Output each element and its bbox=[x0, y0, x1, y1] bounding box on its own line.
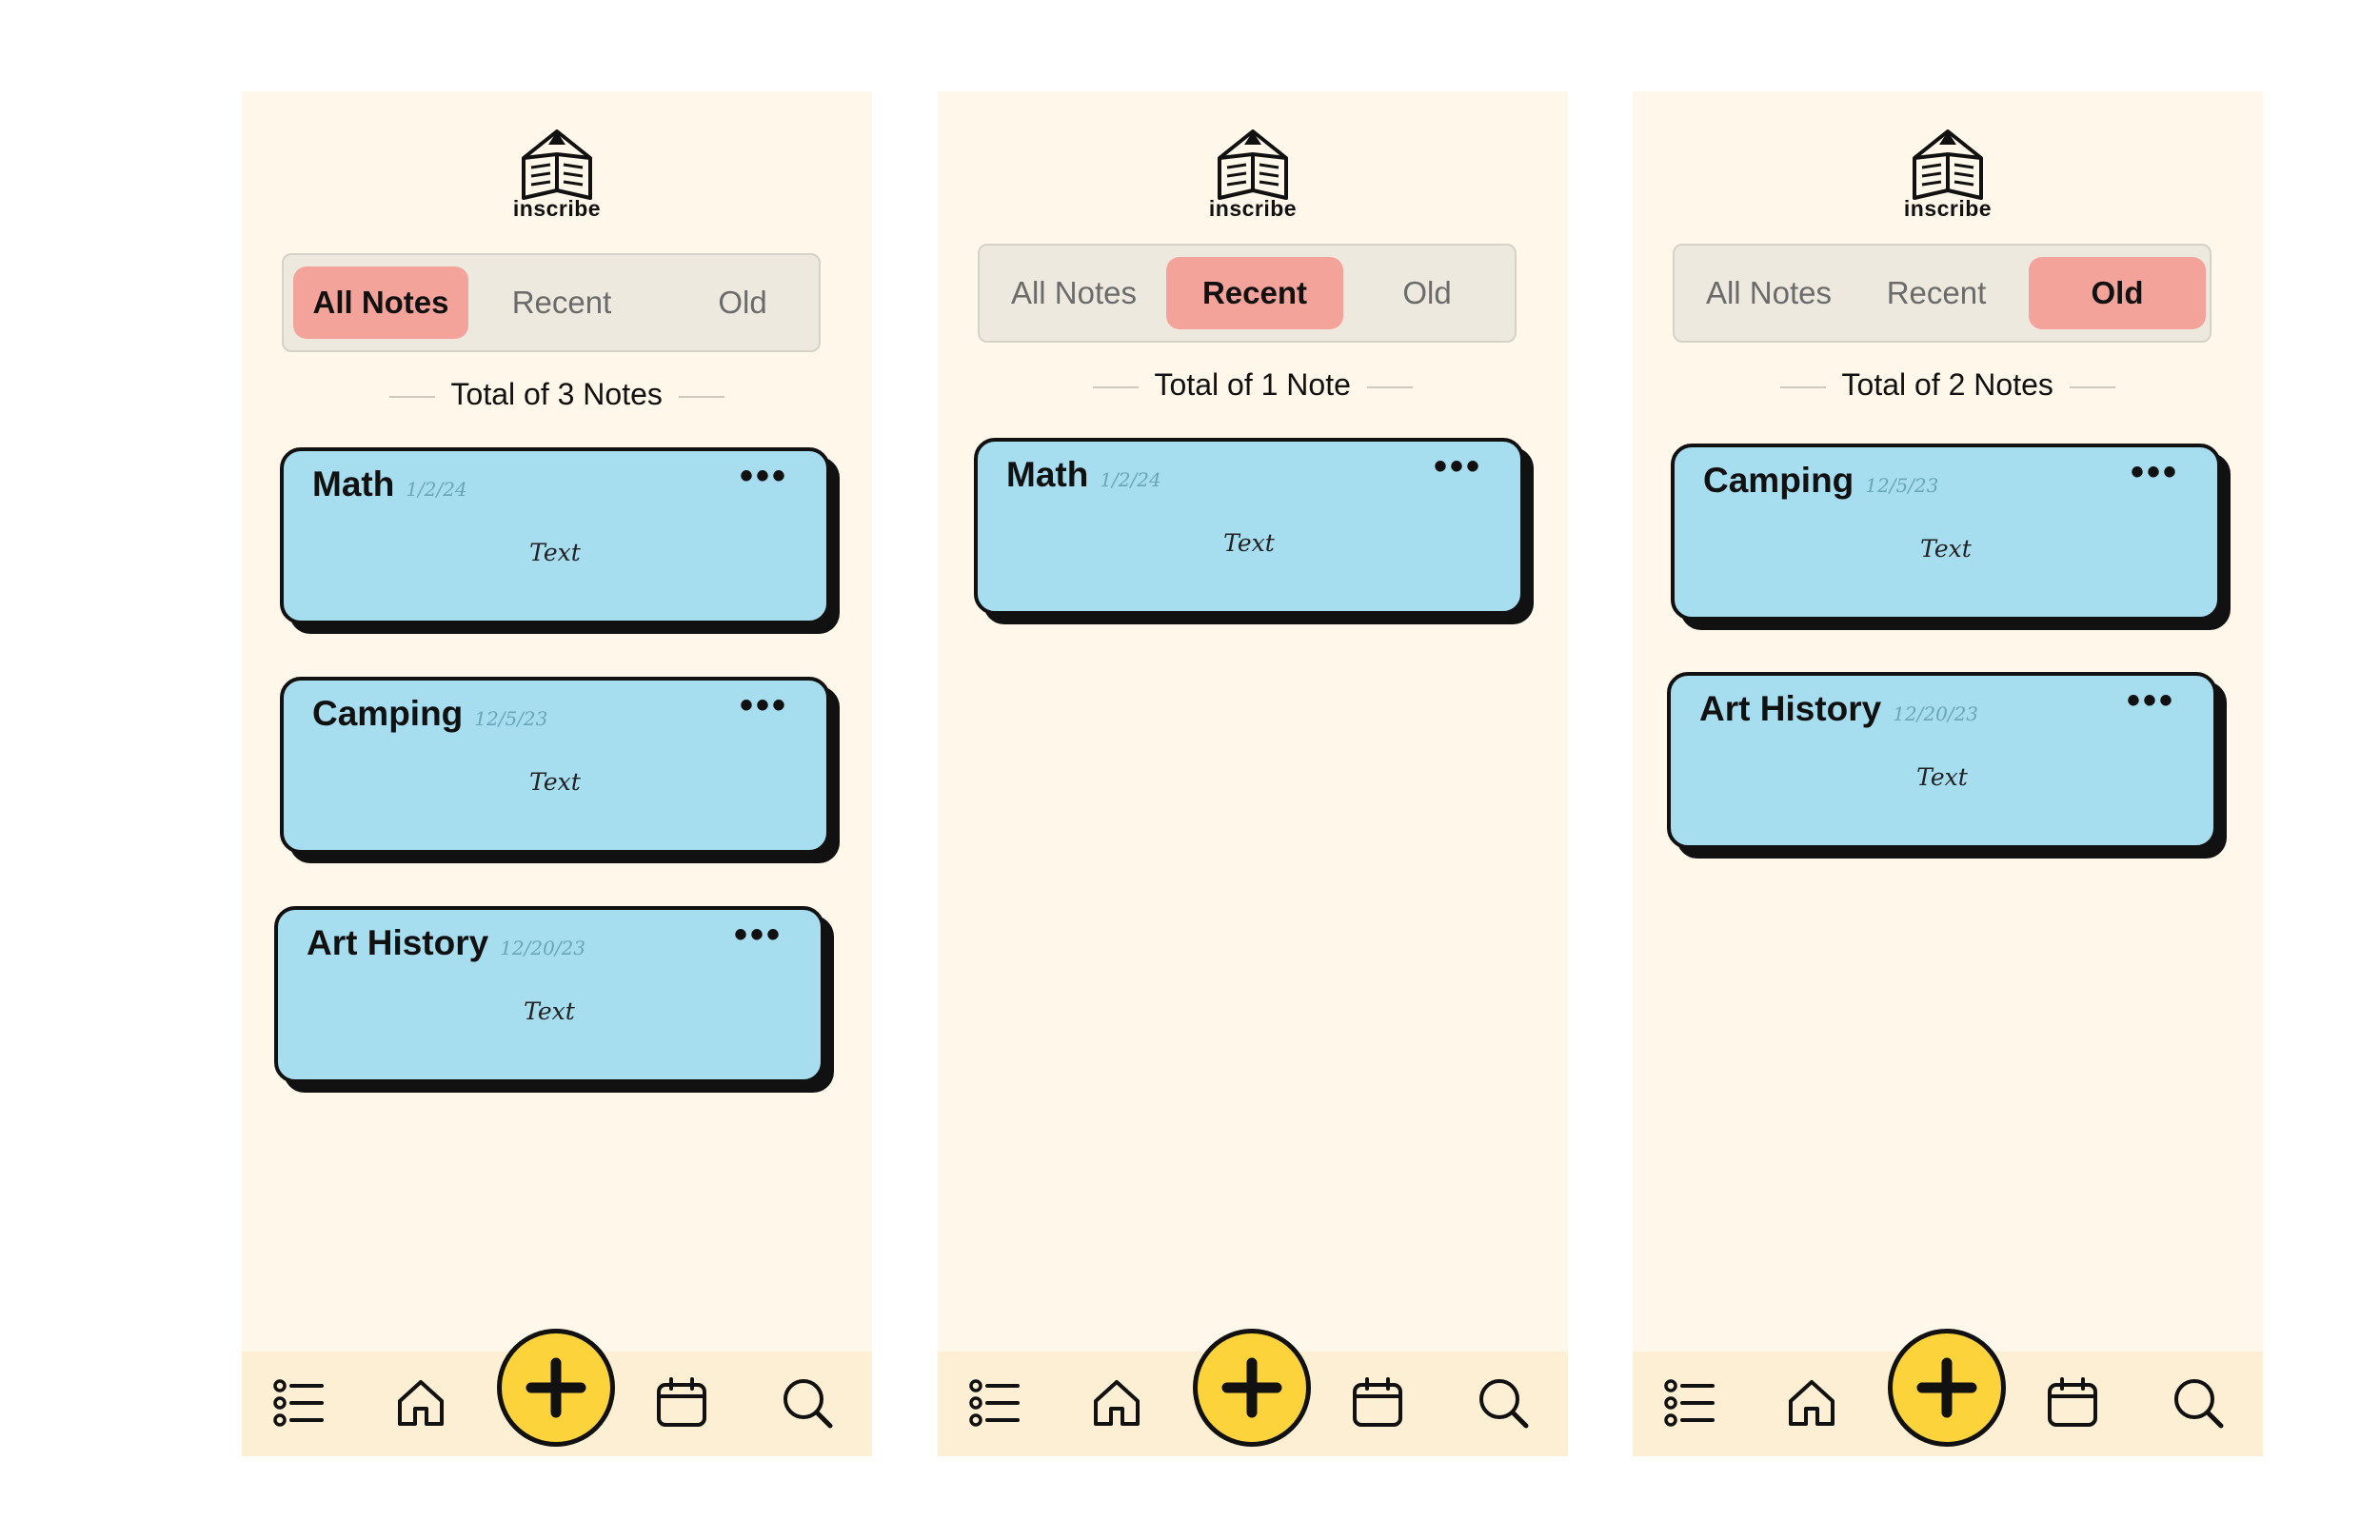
note-title-row: Art History 12/20/23 bbox=[1699, 689, 1978, 729]
note-card[interactable]: Camping 12/5/23 ••• Text bbox=[1671, 444, 2221, 621]
note-card[interactable]: Math 1/2/24 ••• Text bbox=[280, 447, 830, 624]
note-date: 12/20/23 bbox=[500, 937, 586, 959]
search-icon[interactable] bbox=[777, 1372, 838, 1433]
plus-icon bbox=[526, 1357, 586, 1418]
app-logo: inscribe bbox=[1633, 126, 2263, 230]
calendar-icon[interactable] bbox=[1347, 1372, 1408, 1433]
note-title-row: Math 1/2/24 bbox=[312, 464, 467, 504]
more-options-icon[interactable]: ••• bbox=[2130, 451, 2179, 493]
book-logo-icon bbox=[1913, 129, 1983, 200]
note-preview: Text bbox=[1916, 763, 1968, 791]
app-name: inscribe bbox=[1208, 196, 1298, 221]
filter-tabs: All Notes Recent Old bbox=[282, 253, 821, 352]
note-card[interactable]: Art History 12/20/23 ••• Text bbox=[1667, 672, 2217, 849]
note-title: Math bbox=[312, 464, 395, 503]
more-options-icon[interactable]: ••• bbox=[733, 914, 783, 956]
add-note-button[interactable] bbox=[497, 1329, 615, 1447]
tab-old[interactable]: Old bbox=[2029, 257, 2206, 329]
note-date: 12/5/23 bbox=[474, 707, 548, 730]
more-options-icon[interactable]: ••• bbox=[1433, 445, 1482, 487]
tab-recent[interactable]: Recent bbox=[1166, 257, 1343, 329]
book-logo-icon bbox=[1218, 129, 1288, 200]
tab-old[interactable]: Old bbox=[718, 285, 767, 320]
phone-screen-all-notes: inscribe All Notes Recent Old Total of 3… bbox=[242, 91, 872, 1456]
phone-screen-recent: inscribe All Notes Recent Old Total of 1… bbox=[938, 91, 1568, 1456]
note-date: 1/2/24 bbox=[406, 478, 467, 501]
note-title: Art History bbox=[1699, 689, 1882, 728]
note-preview: Text bbox=[529, 768, 581, 796]
phone-screen-old: inscribe All Notes Recent Old Total of 2… bbox=[1633, 91, 2263, 1456]
tab-recent[interactable]: Recent bbox=[511, 285, 612, 320]
notes-total-label: Total of 3 Notes bbox=[450, 377, 663, 411]
calendar-icon[interactable] bbox=[2042, 1372, 2103, 1433]
divider bbox=[1093, 385, 1140, 388]
note-title: Camping bbox=[1703, 461, 1854, 500]
plus-icon bbox=[1221, 1357, 1282, 1418]
more-options-icon[interactable]: ••• bbox=[739, 455, 788, 497]
note-date: 1/2/24 bbox=[1100, 468, 1161, 491]
app-name: inscribe bbox=[512, 196, 602, 221]
notes-total: Total of 3 Notes bbox=[242, 377, 872, 412]
notes-total-label: Total of 2 Notes bbox=[1841, 367, 2053, 402]
note-title-row: Math 1/2/24 bbox=[1006, 455, 1161, 495]
note-title-row: Art History 12/20/23 bbox=[307, 923, 585, 963]
app-logo: inscribe bbox=[938, 126, 1568, 230]
note-preview: Text bbox=[529, 539, 581, 566]
note-card[interactable]: Camping 12/5/23 ••• Text bbox=[280, 677, 830, 854]
list-icon[interactable] bbox=[964, 1372, 1025, 1433]
filter-tabs: All Notes Recent Old bbox=[978, 244, 1517, 343]
tab-recent[interactable]: Recent bbox=[1886, 275, 1987, 310]
list-icon[interactable] bbox=[268, 1372, 329, 1433]
more-options-icon[interactable]: ••• bbox=[2126, 680, 2175, 721]
note-preview: Text bbox=[1920, 535, 1972, 563]
note-date: 12/20/23 bbox=[1893, 702, 1979, 725]
note-title: Camping bbox=[312, 694, 464, 733]
bottom-nav bbox=[938, 1329, 1568, 1456]
tab-old[interactable]: Old bbox=[1402, 275, 1452, 310]
notes-total-label: Total of 1 Note bbox=[1154, 367, 1351, 402]
note-date: 12/5/23 bbox=[1865, 474, 1939, 497]
app-name: inscribe bbox=[1903, 196, 1993, 221]
home-icon[interactable] bbox=[1781, 1372, 1842, 1433]
plus-icon bbox=[1916, 1357, 1977, 1418]
tab-all-notes[interactable]: All Notes bbox=[1010, 275, 1138, 310]
note-title-row: Camping 12/5/23 bbox=[312, 694, 547, 734]
notes-total: Total of 1 Note bbox=[938, 367, 1568, 403]
note-title-row: Camping 12/5/23 bbox=[1703, 461, 1938, 501]
add-note-button[interactable] bbox=[1193, 1329, 1311, 1447]
note-preview: Text bbox=[1223, 529, 1275, 557]
calendar-icon[interactable] bbox=[651, 1372, 712, 1433]
note-title: Math bbox=[1006, 455, 1089, 494]
more-options-icon[interactable]: ••• bbox=[739, 684, 788, 726]
note-preview: Text bbox=[524, 997, 575, 1025]
filter-tabs: All Notes Recent Old bbox=[1673, 244, 2211, 343]
tab-all-notes[interactable]: All Notes bbox=[1705, 275, 1833, 310]
list-icon[interactable] bbox=[1659, 1372, 1720, 1433]
book-logo-icon bbox=[522, 129, 592, 200]
tab-all-notes[interactable]: All Notes bbox=[293, 267, 468, 339]
divider bbox=[2069, 385, 2115, 388]
home-icon[interactable] bbox=[1086, 1372, 1147, 1433]
divider bbox=[389, 395, 436, 398]
add-note-button[interactable] bbox=[1888, 1329, 2006, 1447]
note-card[interactable]: Math 1/2/24 ••• Text bbox=[974, 438, 1524, 615]
bottom-nav bbox=[1633, 1329, 2263, 1456]
app-logo: inscribe bbox=[242, 126, 872, 230]
note-card[interactable]: Art History 12/20/23 ••• Text bbox=[274, 906, 824, 1083]
bottom-nav bbox=[242, 1329, 872, 1456]
divider bbox=[1780, 385, 1827, 388]
divider bbox=[678, 395, 724, 398]
note-title: Art History bbox=[307, 923, 489, 962]
search-icon[interactable] bbox=[1473, 1372, 1534, 1433]
divider bbox=[1366, 385, 1413, 388]
notes-total: Total of 2 Notes bbox=[1633, 367, 2263, 403]
search-icon[interactable] bbox=[2168, 1372, 2229, 1433]
home-icon[interactable] bbox=[390, 1372, 451, 1433]
